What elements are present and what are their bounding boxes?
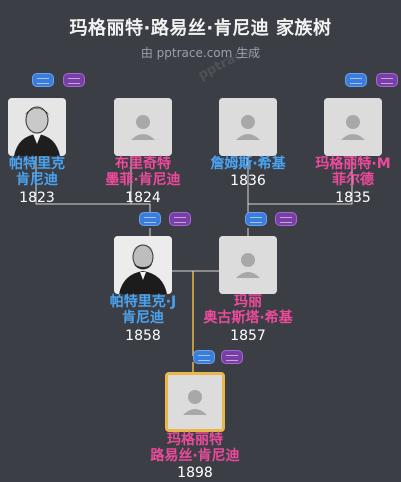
name-line-1: 玛格丽特·M	[315, 156, 391, 172]
name-line-2: 菲尔德	[332, 172, 374, 188]
expand-couple1-spouse-button[interactable]	[169, 212, 191, 226]
name-line-2: 路易丝·肯尼迪	[150, 448, 240, 464]
person-photo-patrick[interactable]	[8, 98, 66, 156]
expand-margaret-m-ancestors-button[interactable]	[345, 73, 367, 87]
expand-margaret-m-spouse-button[interactable]	[376, 73, 398, 87]
person-silhouette-icon	[168, 375, 222, 429]
expand-patrick-spouse-button[interactable]	[63, 73, 85, 87]
person-name-mary: 玛丽 奥古斯塔·希基	[178, 294, 318, 326]
person-year-patrick-j: 1858	[125, 328, 161, 344]
person-year-margaret-louise: 1898	[177, 465, 213, 481]
expand-child-spouse-button[interactable]	[221, 350, 243, 364]
name-line-2: 肯尼迪	[122, 310, 164, 326]
person-name-patrick: 帕特里克 肯尼迪	[0, 156, 107, 188]
name-line-2: 肯尼迪	[16, 172, 58, 188]
name-line-1: 帕特里克	[9, 156, 65, 172]
expand-couple2-button[interactable]	[245, 212, 267, 226]
name-line-1: 詹姆斯·希基	[210, 156, 286, 172]
person-name-margaret-m: 玛格丽特·M 菲尔德	[283, 156, 401, 188]
person-silhouette-icon	[219, 98, 277, 156]
name-line-1: 玛格丽特	[167, 432, 223, 448]
person-silhouette-icon	[114, 98, 172, 156]
page-subtitle: 由 pptrace.com 生成	[140, 46, 261, 60]
person-silhouette-icon	[219, 236, 277, 294]
name-line-1: 布里奇特	[115, 156, 171, 172]
name-line-2: 奥古斯塔·希基	[203, 310, 293, 326]
page-title: 玛格丽特·路易丝·肯尼迪 家族树	[69, 18, 332, 39]
person-year-bridget: 1824	[125, 190, 161, 206]
person-name-patrick-j: 帕特里克·J 肯尼迪	[73, 294, 213, 326]
person-year-margaret-m: 1835	[335, 190, 371, 206]
expand-child-button[interactable]	[193, 350, 215, 364]
person-photo-margaret-m[interactable]	[324, 98, 382, 156]
name-line-1: 玛丽	[234, 294, 262, 310]
person-photo-patrick-j[interactable]	[114, 236, 172, 294]
person-year-mary: 1857	[230, 328, 266, 344]
portrait-photo-icon	[114, 236, 172, 294]
person-year-james: 1836	[230, 173, 266, 189]
person-year-patrick: 1823	[19, 190, 55, 206]
name-line-1: 帕特里克·J	[109, 294, 177, 310]
name-line-2: 墨菲·肯尼迪	[105, 172, 181, 188]
person-name-james: 詹姆斯·希基	[178, 156, 318, 172]
person-name-bridget: 布里奇特 墨菲·肯尼迪	[73, 156, 213, 188]
portrait-photo-icon	[8, 98, 66, 156]
person-name-margaret-louise: 玛格丽特 路易丝·肯尼迪	[125, 432, 265, 464]
expand-couple1-button[interactable]	[139, 212, 161, 226]
person-photo-james[interactable]	[219, 98, 277, 156]
person-photo-bridget[interactable]	[114, 98, 172, 156]
person-silhouette-icon	[324, 98, 382, 156]
expand-patrick-ancestors-button[interactable]	[32, 73, 54, 87]
person-photo-mary[interactable]	[219, 236, 277, 294]
expand-couple2-spouse-button[interactable]	[275, 212, 297, 226]
person-photo-margaret-louise[interactable]	[165, 372, 225, 432]
